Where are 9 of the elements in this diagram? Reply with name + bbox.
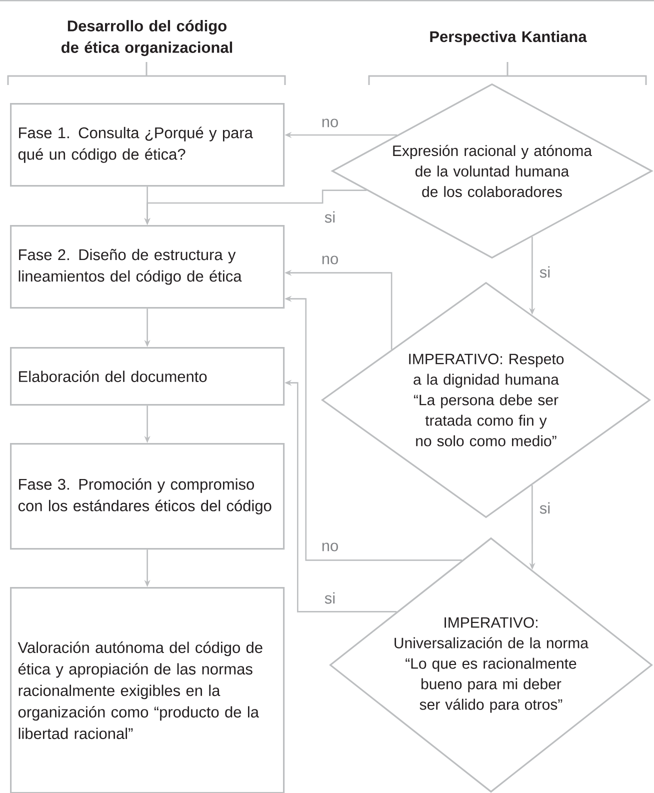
column-heading: Desarrollo del código de ética organizacional xyxy=(62,20,232,56)
edge-label: si xyxy=(538,265,552,279)
column-heading: Perspectiva Kantiana xyxy=(430,30,587,46)
process-box: Elaboración del documento xyxy=(10,347,285,406)
process-box: Fase 1. Consulta ¿Porqué y para qué un código de ética? xyxy=(10,103,285,187)
process-box: Fase 2. Diseño de estructura y lineamientos del código de ética xyxy=(10,225,285,309)
process-box: Fase 3. Promoción y compromiso con los estándares éticos del código xyxy=(10,443,285,550)
edge-label: si xyxy=(538,501,552,515)
process-box: Valoración autónoma del código de ética y apropiación de las normas racionalmente exigibles en la organización como “producto de la libertad racional” xyxy=(10,587,285,793)
